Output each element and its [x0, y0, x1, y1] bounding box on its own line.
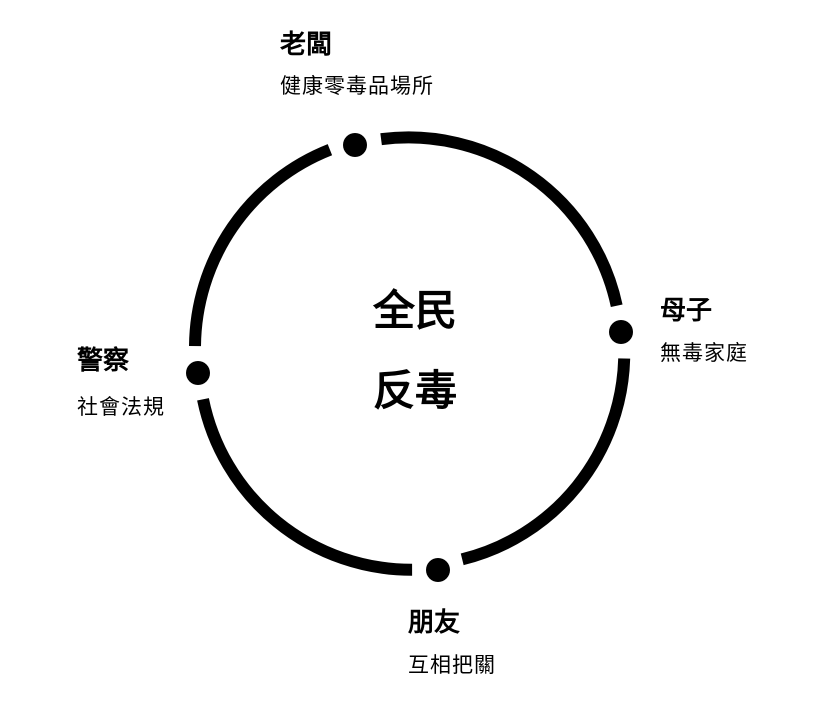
node-dot-boss	[343, 133, 367, 157]
node-title-friends: 朋友	[408, 608, 461, 638]
node-title-police: 警察	[77, 346, 130, 376]
ring-arc-mother-to-friends	[460, 358, 631, 566]
ring-arc-friends-to-police	[197, 398, 413, 576]
node-subtitle-police: 社會法規	[77, 395, 165, 419]
node-subtitle-mother-child: 無毒家庭	[660, 341, 748, 365]
center-label-line1: 全民	[372, 286, 457, 335]
node-subtitle-friends: 互相把關	[408, 653, 496, 677]
node-title-mother-child: 母子	[660, 296, 713, 326]
center-label-line2: 反毒	[372, 366, 457, 415]
node-dot-police	[186, 361, 210, 385]
node-subtitle-boss: 健康零毒品場所	[280, 74, 434, 98]
ring-arc-police-to-boss	[189, 144, 333, 347]
node-dot-mother-child	[609, 320, 633, 344]
node-title-boss: 老闆	[280, 30, 333, 60]
node-dot-friends	[426, 558, 450, 582]
ring-arc-boss-to-mother	[380, 131, 623, 307]
